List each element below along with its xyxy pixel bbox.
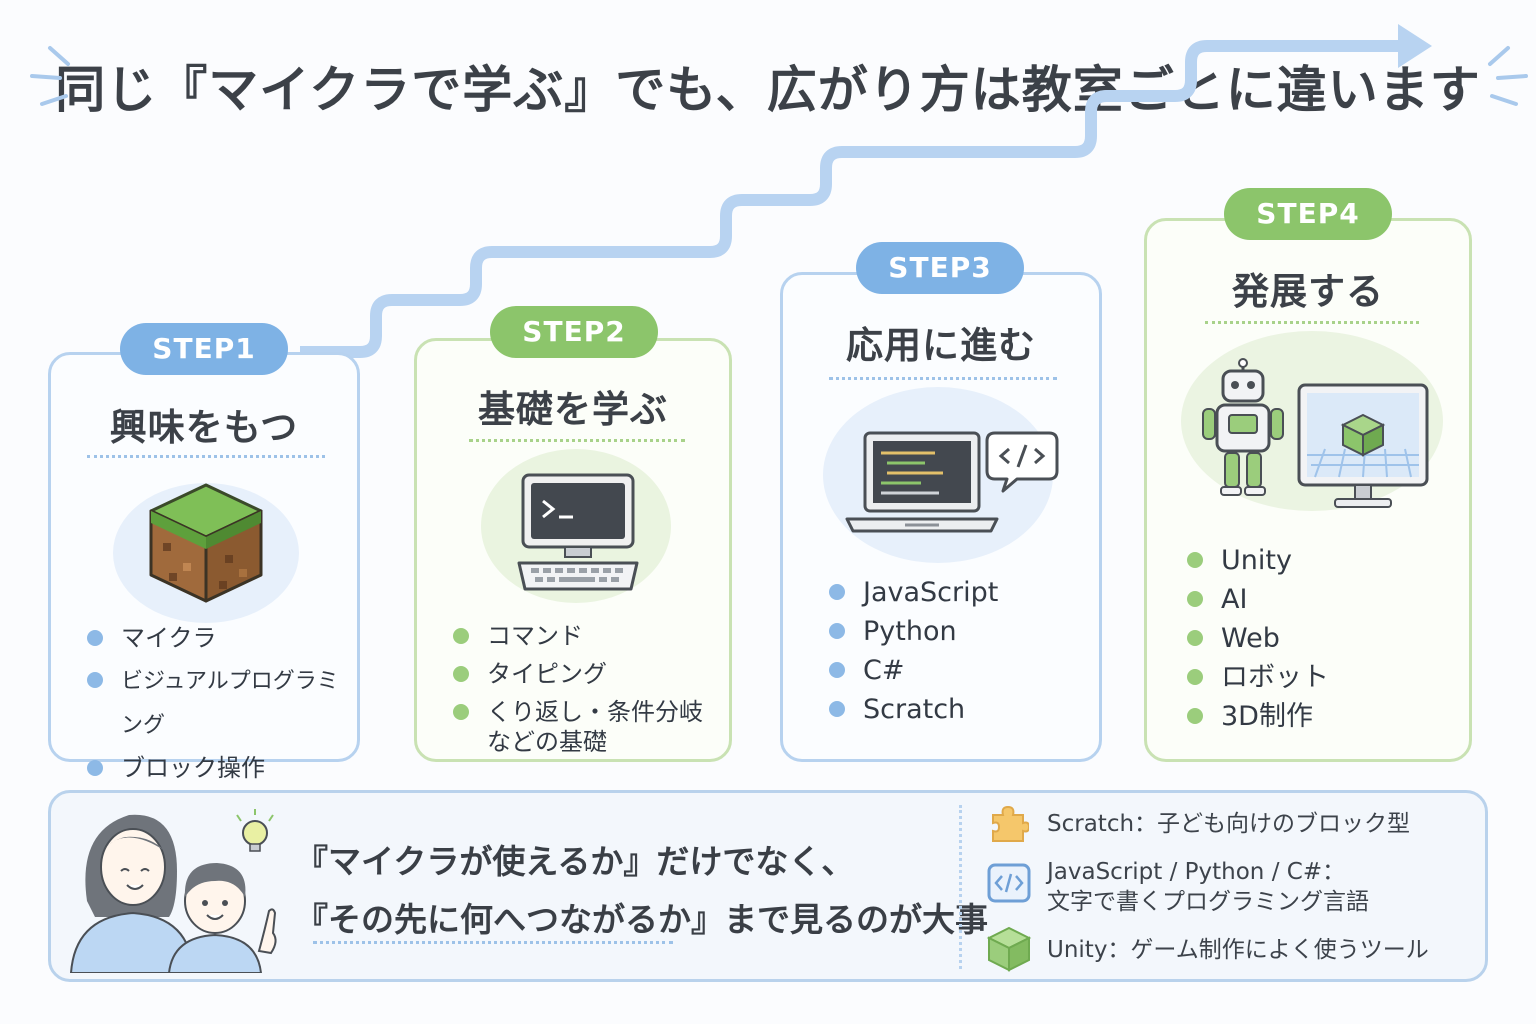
step4-title: 発展する bbox=[1232, 270, 1384, 313]
sparkle-right-icon bbox=[1488, 46, 1528, 106]
step4-divider bbox=[1205, 321, 1419, 324]
message-line-2: 『その先に何へつながるか』まで見るのが大事 bbox=[295, 900, 988, 939]
sparkle-left-icon bbox=[30, 46, 70, 106]
message-underline bbox=[313, 941, 673, 944]
list-item: Scratch bbox=[829, 690, 998, 729]
step1-divider bbox=[87, 455, 325, 458]
bottom-message-box: 『マイクラが使えるか』だけでなく、 『その先に何へつながるか』まで見るのが大事 … bbox=[48, 790, 1488, 982]
step2-list: コマンド タイピング くり返し・条件分岐などの基礎 bbox=[453, 617, 703, 757]
page-title: 同じ『マイクラで学ぶ』でも、広がり方は教室ごとに違います bbox=[55, 61, 1481, 119]
bottom-divider bbox=[959, 805, 962, 969]
list-item: ビジュアルプログラミング bbox=[87, 659, 357, 747]
step3-badge: STEP3 bbox=[856, 242, 1024, 294]
step3-title: 応用に進む bbox=[846, 324, 1036, 367]
step4-card: 発展する Unity AI Web ロボット 3D制作 bbox=[1144, 218, 1472, 762]
legend-languages-line-2: 文字で書くプログラミング言語 bbox=[1047, 889, 1369, 915]
step2-badge: STEP2 bbox=[490, 306, 658, 358]
list-item: タイピング bbox=[453, 655, 703, 693]
list-item: JavaScript bbox=[829, 573, 998, 612]
list-item: AI bbox=[1187, 580, 1329, 619]
list-item: くり返し・条件分岐などの基礎 bbox=[453, 697, 703, 757]
message-line-1: 『マイクラが使えるか』だけでなく、 bbox=[295, 842, 855, 881]
step1-badge: STEP1 bbox=[120, 323, 288, 375]
legend-unity: Unity：ゲーム制作によく使うツール bbox=[1047, 937, 1429, 963]
list-item: ブロック操作 bbox=[87, 747, 357, 789]
list-item: Web bbox=[1187, 619, 1329, 658]
step1-title: 興味をもつ bbox=[109, 406, 299, 449]
step4-list: Unity AI Web ロボット 3D制作 bbox=[1187, 541, 1329, 736]
legend-scratch: Scratch：子ども向けのブロック型 bbox=[1047, 811, 1411, 837]
list-item: C# bbox=[829, 651, 998, 690]
puzzle-icon bbox=[992, 805, 1029, 842]
grass-block-icon bbox=[149, 483, 263, 603]
step2-card: 基礎を学ぶ コマンド タイピング くり返し・条件分岐などの基礎 bbox=[414, 338, 732, 762]
step3-divider bbox=[829, 377, 1057, 380]
step3-card: 応用に進む JavaScript Python C# Scratch bbox=[780, 272, 1102, 762]
laptop-code-icon bbox=[845, 431, 1059, 533]
step4-badge: STEP4 bbox=[1224, 188, 1392, 240]
step3-list: JavaScript Python C# Scratch bbox=[829, 573, 998, 729]
legend-languages-line-1: JavaScript / Python / C#： bbox=[1047, 859, 1346, 885]
robot-monitor-icon bbox=[1202, 358, 1429, 508]
parent-child-illustration bbox=[69, 809, 277, 973]
code-icon bbox=[987, 863, 1031, 903]
step2-divider bbox=[469, 439, 685, 442]
step1-list: マイクラ ビジュアルプログラミング ブロック操作 bbox=[87, 617, 357, 789]
list-item: マイクラ bbox=[87, 617, 357, 659]
computer-terminal-icon bbox=[517, 473, 639, 591]
list-item: Unity bbox=[1187, 541, 1329, 580]
list-item: ロボット bbox=[1187, 658, 1329, 697]
step1-card: 興味をもつ マイクラ ビジュアルプログラミング ブロック操作 bbox=[48, 352, 360, 782]
cube-icon bbox=[986, 926, 1032, 972]
list-item: 3D制作 bbox=[1187, 697, 1329, 736]
step2-title: 基礎を学ぶ bbox=[478, 388, 668, 431]
list-item: コマンド bbox=[453, 617, 703, 655]
list-item: Python bbox=[829, 612, 998, 651]
progress-stairs-arrow bbox=[300, 24, 1432, 358]
